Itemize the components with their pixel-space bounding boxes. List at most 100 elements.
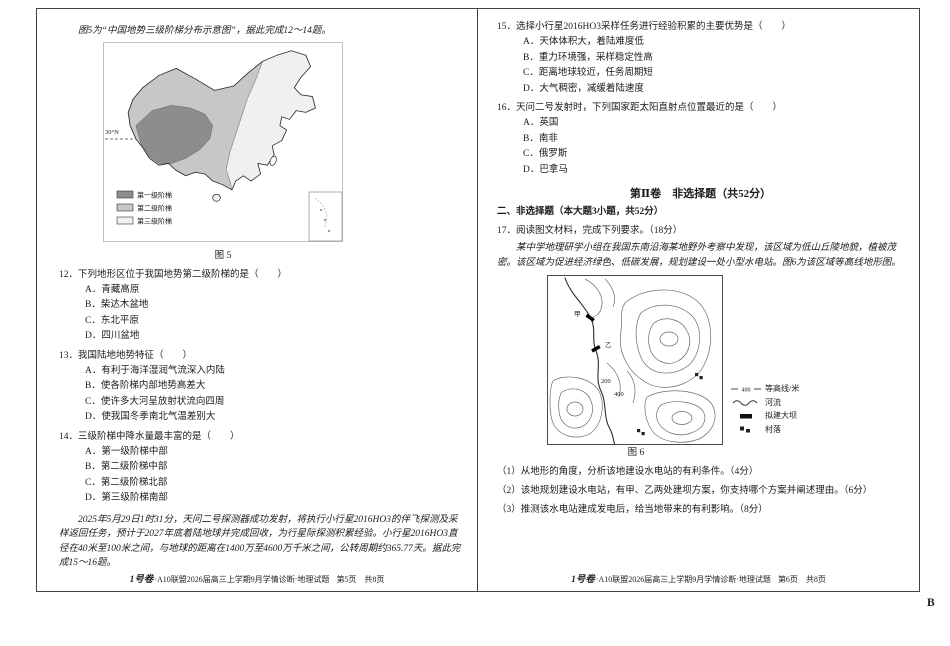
village-symbol xyxy=(740,426,750,433)
legend-row-dam: 拟建大坝 xyxy=(731,409,799,423)
legend-label-step2: 第二级阶梯 xyxy=(137,203,172,212)
legend-swatch-step3 xyxy=(116,216,134,224)
contour-symbol: 400 xyxy=(731,387,761,393)
river-symbol xyxy=(732,400,758,406)
footer-title-left: ·A10联盟2026届高三上学期9月学情诊断·地理试题 xyxy=(154,575,330,584)
legend-village-label: 村落 xyxy=(765,424,781,434)
question-15: 15．选择小行星2016HO3采样任务进行经验积累的主要优势是（ ） A．天体体… xyxy=(497,20,904,97)
legend-river-label: 河流 xyxy=(765,397,781,407)
dam-symbol xyxy=(740,413,752,419)
legend-swatch-step1 xyxy=(116,190,134,198)
village-marker xyxy=(695,373,703,380)
page-footer-left: 1号卷·A10联盟2026届高三上学期9月学情诊断·地理试题第5页 共8页 xyxy=(37,572,477,588)
contour-line xyxy=(606,362,621,398)
dam-label-jia: 甲 xyxy=(574,310,581,318)
south-china-sea-inset xyxy=(308,191,343,241)
contour-line xyxy=(604,278,615,308)
question-12: 12．下列地形区位于我国地势第二级阶梯的是（ ） A．青藏高原 B．柴达木盆地 … xyxy=(59,268,461,345)
question-12-option-b: B．柴达木盆地 xyxy=(85,300,149,310)
question-14: 14．三级阶梯中降水量最丰富的是（ ） A．第一级阶梯中部 B．第二级阶梯中部 … xyxy=(59,430,461,507)
footer-pages-right: 第6页 共8页 xyxy=(777,575,826,584)
booklet-label: B xyxy=(927,597,935,609)
china-map-shapes xyxy=(127,49,316,202)
village-marker xyxy=(637,429,645,436)
contour-line xyxy=(626,370,636,404)
figure-5-legend: 第一级阶梯 第二级阶梯 第三级阶梯 xyxy=(116,190,172,225)
section-2-subtitle: 二、非选择题（本大题3小题，共52分） xyxy=(497,207,664,217)
contour-line xyxy=(671,411,693,425)
question-12-option-a: A．青藏高原 xyxy=(85,284,140,295)
legend-label-step3: 第三级阶梯 xyxy=(137,216,172,225)
question-13-stem: 13．我国陆地地势特征（ ） xyxy=(59,350,193,361)
legend-contour-label: 等高线/米 xyxy=(765,384,800,393)
figure-5-caption: 图 5 xyxy=(214,250,232,261)
question-15-stem: 15．选择小行星2016HO3采样任务进行经验积累的主要优势是（ ） xyxy=(497,22,791,32)
taiwan-island xyxy=(269,155,277,166)
question-15-option-d: D．大气稠密，减缓着陆速度 xyxy=(523,83,644,94)
question-13-option-a: A．有利于海洋湿润气流深入内陆 xyxy=(85,365,225,376)
question-14-option-b: B．第二级阶梯中部 xyxy=(85,462,168,472)
material-15-16: 2025年5月29日1时31分，天问二号探测器成功发射，将执行小行星2016HO… xyxy=(59,514,461,569)
question-17-stem: 17．阅读图文材料，完成下列要求。（18分） xyxy=(497,226,683,236)
question-17-material: 某中学地理研学小组在我国东南沿海某地野外考察中发现，该区域为低山丘陵地貌，植被茂… xyxy=(497,243,901,268)
question-15-option-a: A．天体体积大，着陆难度低 xyxy=(523,37,644,47)
legend-row-contour: 400 等高线/米 xyxy=(731,382,799,396)
figure-5-border xyxy=(103,41,343,242)
page-frame: 图5为“中国地势三级阶梯分布示意图”，据此完成12～14题。 30°N xyxy=(36,8,920,592)
contour-line xyxy=(558,388,593,429)
question-14-option-a: A．第一级阶梯中部 xyxy=(85,446,168,457)
question-13-option-b: B．使各阶梯内部地势高差大 xyxy=(85,381,206,391)
question-16-option-b: B．南非 xyxy=(523,133,558,144)
dam-site-yi xyxy=(591,345,601,353)
question-14-option-c: C．第二级阶梯北部 xyxy=(85,477,168,488)
dam-label-yi: 乙 xyxy=(605,341,612,349)
contour-line xyxy=(635,304,700,374)
question-12-stem: 12．下列地形区位于我国地势第二级阶梯的是（ ） xyxy=(59,269,288,280)
question-16-option-c: C．俄罗斯 xyxy=(523,149,568,159)
material-12-14: 图5为“中国地势三级阶梯分布示意图”，据此完成12～14题。 xyxy=(78,26,331,36)
question-12-option-c: C．东北平原 xyxy=(85,315,139,326)
first-step-region xyxy=(135,104,213,164)
contour-line xyxy=(648,318,691,364)
footer-title-right: ·A10联盟2026届高三上学期9月学情诊断·地理试题 xyxy=(595,575,771,584)
contour-map-svg: 甲 乙 200 400 xyxy=(547,275,723,445)
figure-6-contour-map: 甲 乙 200 400 xyxy=(547,275,904,445)
dam-site-jia xyxy=(585,313,595,322)
river-line xyxy=(564,277,616,445)
legend-dam-label: 拟建大坝 xyxy=(765,411,797,420)
figure-6-border xyxy=(547,275,723,445)
question-17-sub-2: （2）该地规划建设水电站，有甲、乙两处建坝方案，你支持哪个方案并阐述理由。（6分… xyxy=(497,486,873,496)
question-12-option-d: D．四川盆地 xyxy=(85,331,140,341)
question-17-sub-3: （3）推测该水电站建成发电后，给当地带来的有利影响。（8分） xyxy=(497,505,768,515)
question-16-stem: 16．天问二号发射时，下列国家距太阳直射点位置最近的是（ ） xyxy=(497,103,783,113)
figure-6-legend: 400 等高线/米 河流 拟建大坝 xyxy=(731,382,799,436)
question-13: 13．我国陆地地势特征（ ） A．有利于海洋湿润气流深入内陆 B．使各阶梯内部地… xyxy=(59,349,461,426)
figure-6-caption: 图 6 xyxy=(627,448,645,458)
contour-line xyxy=(644,390,716,443)
legend-row-village: 村落 xyxy=(731,423,799,437)
question-14-option-d: D．第三级阶梯南部 xyxy=(85,493,168,503)
contour-label-400: 400 xyxy=(614,391,624,398)
latitude-label: 30°N xyxy=(105,129,119,136)
contour-symbol-value: 400 xyxy=(742,387,751,393)
contour-line xyxy=(656,401,706,436)
figure-5-china-map: 30°N 第一级阶梯 xyxy=(103,41,343,248)
left-page: 图5为“中国地势三级阶梯分布示意图”，据此完成12～14题。 30°N xyxy=(37,9,478,591)
section-2-title: 第Ⅱ卷 非选择题（共52分） xyxy=(629,188,772,200)
question-16-option-d: D．巴拿马 xyxy=(523,164,568,175)
question-13-option-d: D．使我国冬季南北气温差别大 xyxy=(85,412,216,422)
legend-row-river: 河流 xyxy=(731,396,799,410)
contour-line xyxy=(659,331,679,347)
hainan-island xyxy=(212,193,221,202)
question-17-sub-1: （1）从地形的角度，分析该地建设水电站的有利条件。（4分） xyxy=(497,467,759,477)
china-terrain-svg: 30°N 第一级阶梯 xyxy=(103,41,343,242)
contour-line xyxy=(619,289,712,388)
legend-label-step1: 第一级阶梯 xyxy=(137,190,172,199)
right-page: 15．选择小行星2016HO3采样任务进行经验积累的主要优势是（ ） A．天体体… xyxy=(478,9,919,591)
china-outline xyxy=(127,49,316,190)
footer-pages-left: 第5页 共8页 xyxy=(336,575,385,584)
question-16-option-a: A．英国 xyxy=(523,118,559,128)
page-footer-right: 1号卷·A10联盟2026届高三上学期9月学情诊断·地理试题第6页 共8页 xyxy=(478,572,919,588)
brand-logo: 1号卷 xyxy=(571,575,595,585)
legend-swatch-step2 xyxy=(116,203,134,211)
